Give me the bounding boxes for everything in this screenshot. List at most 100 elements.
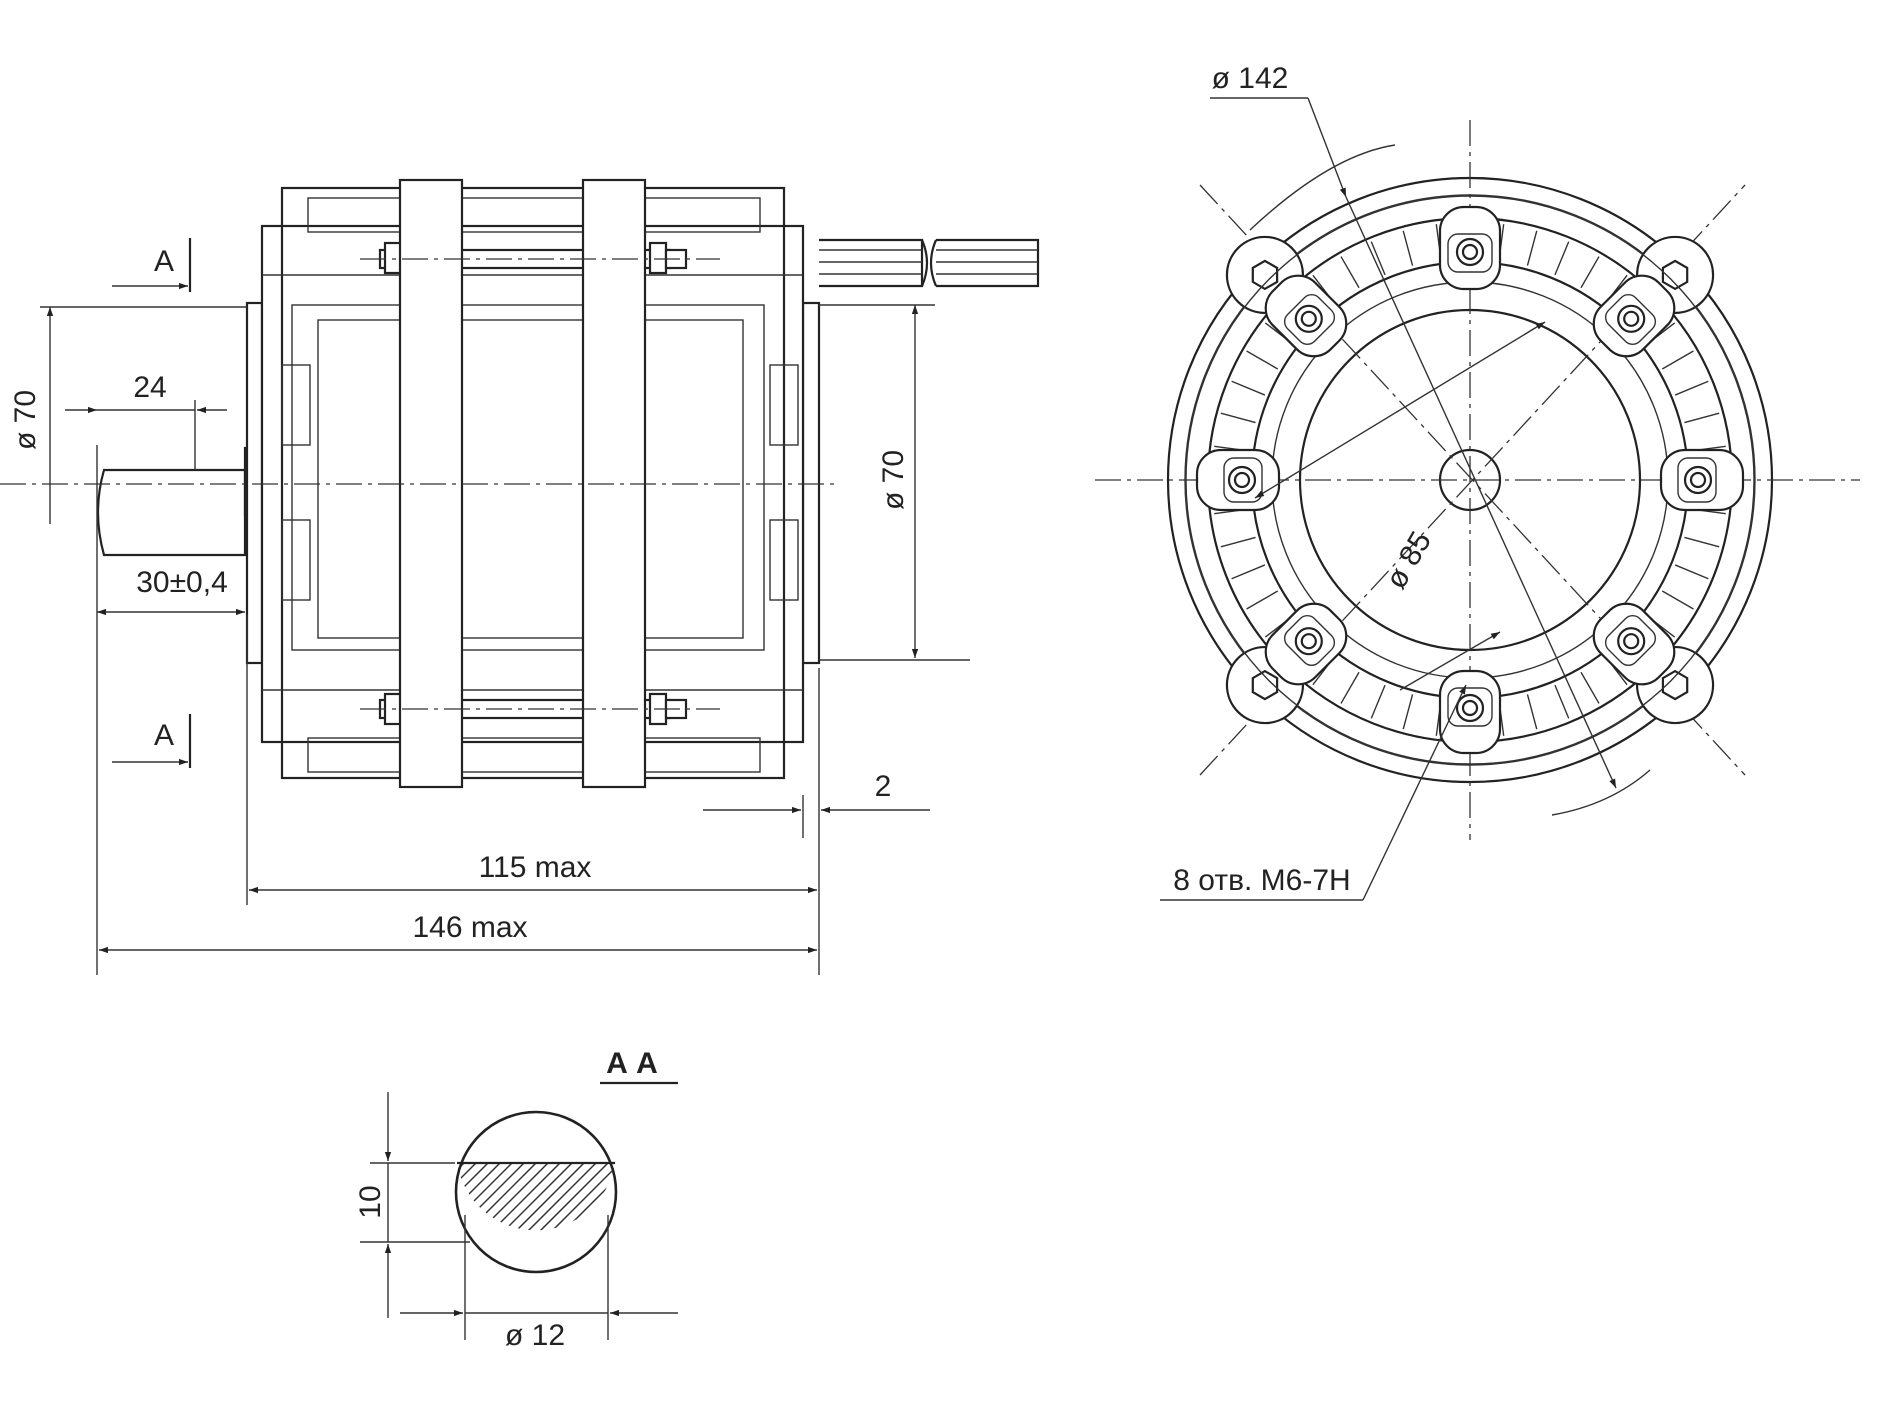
section-title: А А xyxy=(606,1047,658,1080)
lug-pad xyxy=(1447,233,1493,273)
hatch-line xyxy=(457,1163,537,1231)
lug-pad xyxy=(1283,614,1336,667)
hole-thread xyxy=(1461,243,1479,261)
dim-label-dia-70-right: ø 70 xyxy=(877,450,910,510)
winding-slot xyxy=(1554,241,1570,276)
winding-slot xyxy=(1220,536,1256,548)
mounting-hole xyxy=(1294,304,1323,333)
clamp-lugs xyxy=(1195,205,1745,755)
hole-thread xyxy=(1623,633,1640,650)
lug-pad xyxy=(1604,293,1657,346)
hole-thread xyxy=(1689,471,1707,489)
front-view: ø 142 ø 85 8 отв. М6-7Н xyxy=(1095,62,1860,901)
winding-slot xyxy=(1580,256,1600,289)
dimension-dia-12: ø 12 xyxy=(400,1215,678,1352)
mounting-hole xyxy=(1617,304,1646,333)
hatch-line xyxy=(581,1163,615,1231)
hatch-line xyxy=(457,1163,489,1231)
dimension-10: 10 xyxy=(354,1092,470,1318)
dimension-dia-70-left: ø 70 xyxy=(9,307,54,524)
dimension-dia-70-right: ø 70 xyxy=(877,305,919,658)
mounting-hole xyxy=(1227,465,1257,495)
dimension-30: 30±0,4 xyxy=(97,566,245,616)
mounting-hole xyxy=(1455,693,1485,723)
dim-label-dia-142: ø 142 xyxy=(1212,62,1289,95)
winding-slot xyxy=(1554,684,1570,719)
section-view: А А 10 ø 12 xyxy=(354,1047,678,1352)
lug-pad xyxy=(1604,614,1657,667)
mounting-hole xyxy=(1617,627,1646,656)
hex-nut xyxy=(1661,259,1689,291)
section-marker-top: A xyxy=(112,238,192,292)
shaft-cross-section xyxy=(454,1110,618,1274)
lug-pad xyxy=(1447,687,1493,727)
section-marker-bottom: A xyxy=(112,714,192,768)
hatch-line xyxy=(497,1163,609,1231)
hatch-line xyxy=(485,1163,597,1231)
dimension-2: 2 xyxy=(703,770,930,814)
dim-label-10: 10 xyxy=(354,1185,387,1218)
hatch-line xyxy=(457,1163,513,1231)
clamp-lug xyxy=(1592,274,1676,358)
winding-slot xyxy=(1661,350,1694,370)
hatch-line xyxy=(509,1163,615,1231)
clamp-lug xyxy=(1592,602,1676,686)
dimension-146-max: 146 max xyxy=(99,911,817,954)
dimension-24: 24 xyxy=(65,371,227,414)
rear-flange xyxy=(801,301,821,665)
winding-slot xyxy=(1370,241,1386,276)
winding-slot xyxy=(1580,671,1600,704)
hatch-line xyxy=(533,1163,615,1231)
lug-pad xyxy=(1283,293,1336,346)
hole-thread xyxy=(1233,471,1251,489)
mounting-ears xyxy=(1185,195,1755,765)
winding-slot xyxy=(1231,564,1266,580)
hole-thread xyxy=(1623,310,1640,327)
clamp-lug xyxy=(1195,448,1281,512)
dim-label-dia-70-left: ø 70 xyxy=(9,390,42,450)
clamp-lug xyxy=(1264,274,1348,358)
side-view: A A ø 70 24 30±0,4 xyxy=(0,178,1040,975)
dim-label-24: 24 xyxy=(133,371,166,404)
hex-nut xyxy=(1661,669,1689,701)
dim-label-115: 115 max xyxy=(479,851,592,884)
hatch-line xyxy=(457,1163,561,1231)
holes-note: 8 отв. М6-7Н xyxy=(1173,864,1350,897)
mounting-hole xyxy=(1683,465,1713,495)
dim-label-146: 146 max xyxy=(412,911,527,944)
hole-thread xyxy=(1461,699,1479,717)
holes-leader: 8 отв. М6-7Н xyxy=(1160,684,1467,901)
clamp-lug xyxy=(1264,602,1348,686)
motor-body xyxy=(260,186,805,780)
winding-slot xyxy=(1402,694,1414,730)
hole-thread xyxy=(1300,633,1317,650)
winding-slot xyxy=(1370,684,1386,719)
hatch-line xyxy=(457,1163,549,1231)
winding-slot xyxy=(1220,412,1256,424)
winding-slot xyxy=(1246,590,1279,610)
winding-slot xyxy=(1231,380,1266,396)
lead-wires xyxy=(819,238,1040,288)
hatch-line xyxy=(457,1163,525,1231)
winding-slot xyxy=(1340,256,1360,289)
section-letter-bottom: A xyxy=(154,719,174,752)
hole-thread xyxy=(1300,310,1317,327)
ear-blend-ring xyxy=(1185,195,1755,765)
clamp-lug xyxy=(1438,205,1502,291)
winding-slot xyxy=(1684,412,1720,424)
winding-slot xyxy=(1340,671,1360,704)
hatch-line xyxy=(545,1163,615,1231)
winding-slot xyxy=(1402,230,1414,266)
winding-slot xyxy=(1526,230,1538,266)
hex-nut xyxy=(1251,669,1279,701)
section-letter-top: A xyxy=(154,245,174,278)
winding-slot xyxy=(1246,350,1279,370)
front-flange xyxy=(245,301,264,665)
winding-slot xyxy=(1674,380,1709,396)
dim-label-30: 30±0,4 xyxy=(136,566,228,599)
hatch-line xyxy=(457,1163,501,1231)
hatch-line xyxy=(461,1163,573,1231)
hex-nut xyxy=(1251,259,1279,291)
clamp-lug xyxy=(1438,669,1502,755)
